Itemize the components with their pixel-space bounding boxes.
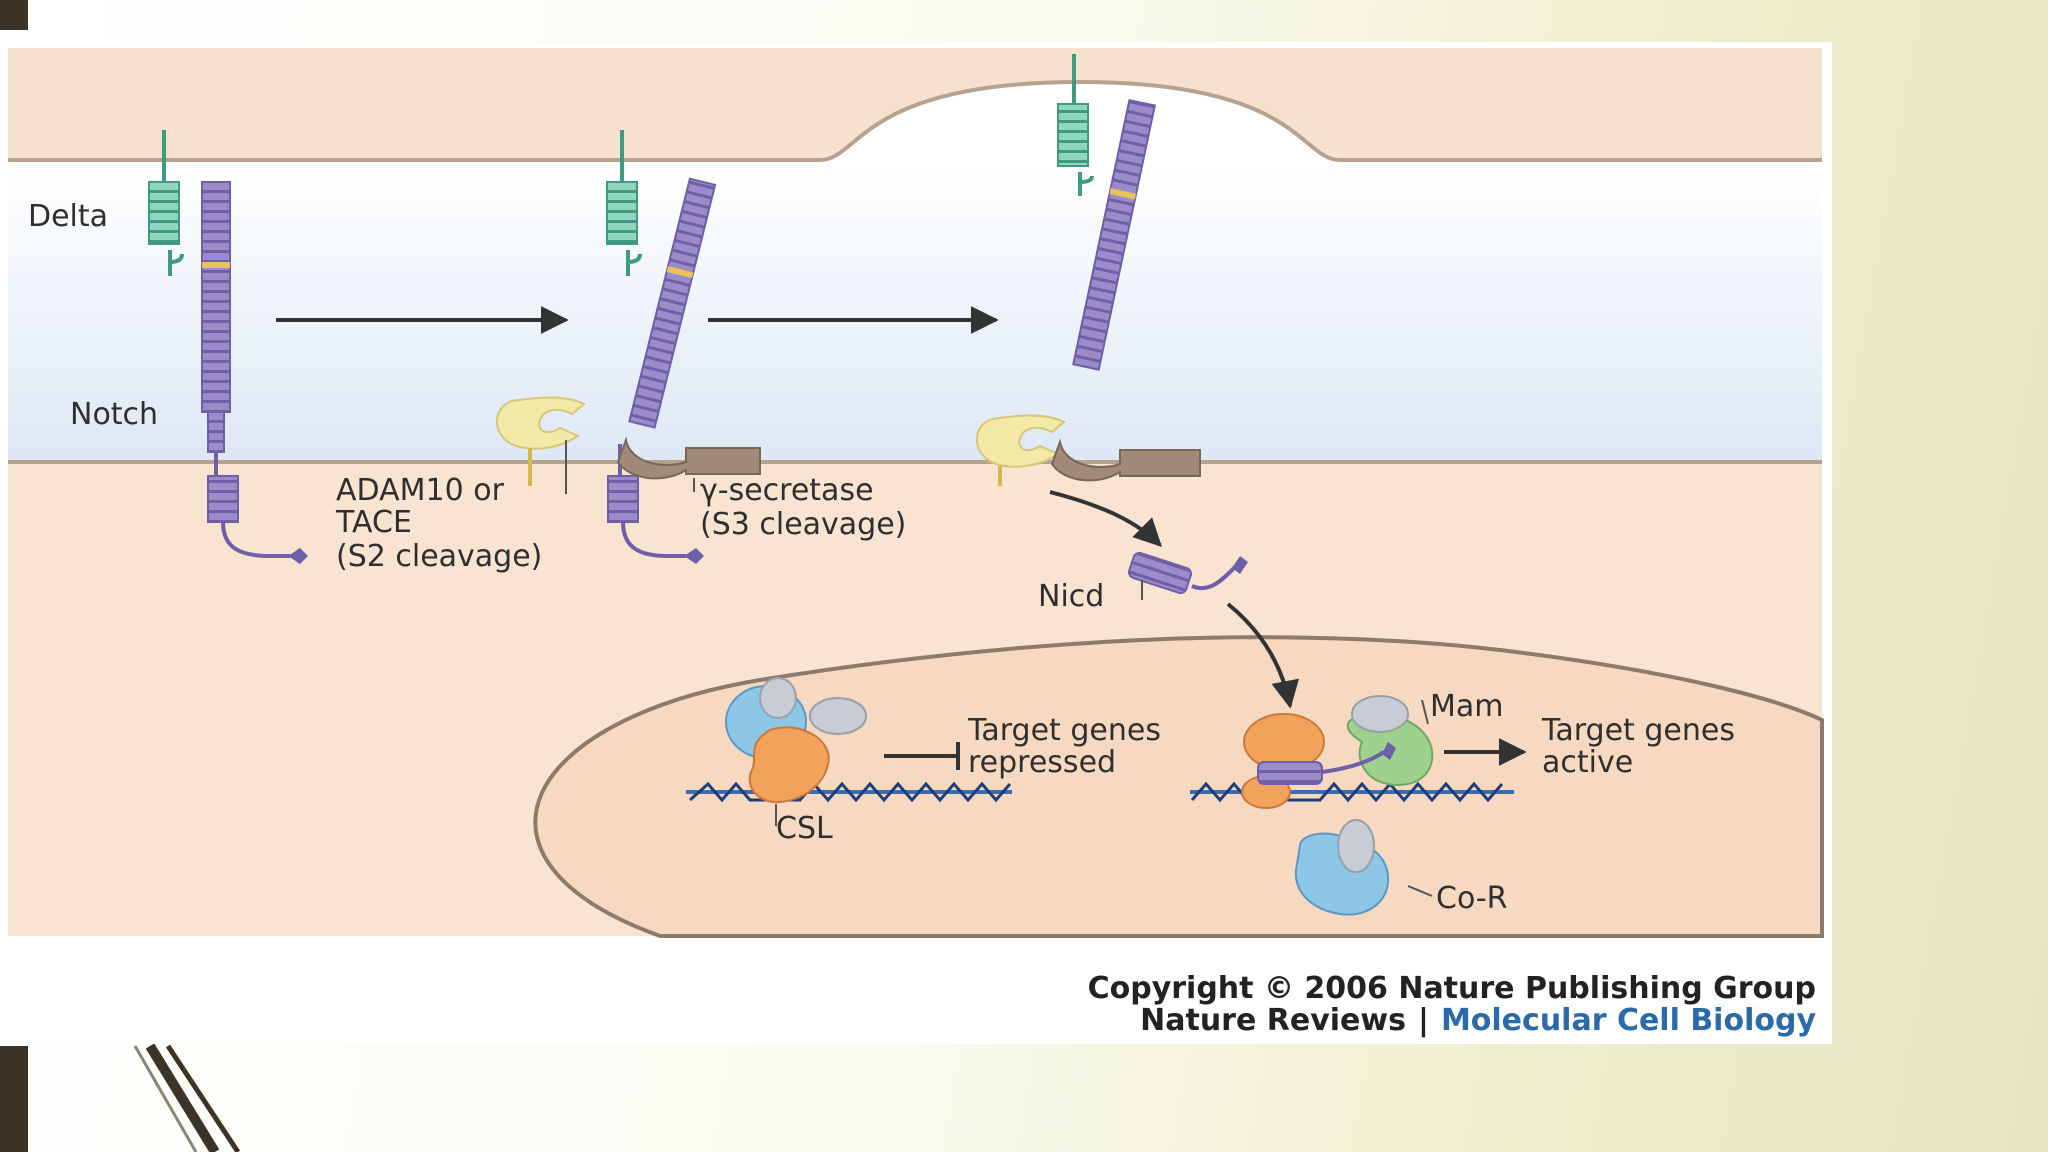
notch-intracellular-2 (607, 475, 639, 523)
label-mam: Mam (1430, 689, 1504, 724)
label-notch: Notch (70, 397, 158, 432)
notch-tail-end-2 (684, 548, 704, 564)
accent-bar-top (0, 0, 28, 30)
adam10-enzyme (496, 396, 586, 450)
notch-receptor-tilted (628, 177, 717, 429)
active-nicd-tail-end (1382, 742, 1396, 760)
label-adam10-line2: TACE (335, 505, 412, 540)
delta-hook-3 (1078, 172, 1094, 196)
notch-tail-2 (621, 521, 686, 558)
mam-pointer (1421, 699, 1429, 725)
stage-2-s2-cleavage (496, 130, 761, 564)
notch-intracellular (207, 475, 239, 523)
csl-nicd-mam-complex (1190, 695, 1527, 916)
csl-repressor-complex (686, 677, 1012, 826)
delta-ligand-2 (606, 181, 638, 245)
label-adam10-line3: (S2 cleavage) (336, 539, 542, 574)
gamma-secretase-enzyme (616, 436, 761, 480)
delta-hook (168, 250, 184, 276)
stage-1-delta-notch (148, 130, 308, 564)
nicd-tail-end (1232, 556, 1248, 574)
corepressor-subunit (809, 697, 867, 735)
released-corepressor-subunit (1337, 819, 1375, 873)
dna-helix-left (689, 781, 1012, 803)
dna-helix-right (1190, 781, 1504, 803)
sending-cell-membrane (8, 79, 1822, 162)
notch-signaling-figure: Delta Notch ADAM10 or TACE (S (0, 42, 1832, 1044)
caption-separator: | (1418, 1003, 1429, 1038)
mam-subunit (1351, 695, 1409, 733)
extracellular-space (8, 162, 1822, 462)
label-gamma-line1: γ-secretase (700, 473, 874, 508)
label-gamma-line2: (S3 cleavage) (700, 507, 906, 542)
arrow-nicd-to-nucleus (1226, 602, 1300, 709)
label-adam10-line1: ADAM10 or (336, 473, 505, 508)
cor-pointer (1407, 885, 1433, 897)
active-nicd (1257, 761, 1323, 785)
decorative-slash-lines (133, 1043, 241, 1152)
notch-tail (221, 521, 290, 558)
stage-3-s3-cleavage (976, 54, 1300, 709)
active-nicd-tail (1321, 750, 1386, 774)
label-repressed-line1: Target genes (967, 713, 1161, 748)
label-nicd: Nicd (1038, 579, 1104, 614)
caption-journal: Nature Reviews (1140, 1003, 1406, 1038)
caption-journal-line: Nature Reviews | Molecular Cell Biology (1140, 1003, 1816, 1038)
accent-bar-bottom (0, 1046, 28, 1152)
caption-section: Molecular Cell Biology (1441, 1003, 1817, 1038)
label-delta: Delta (28, 199, 108, 234)
gamma-secretase-enzyme-3 (1050, 438, 1201, 482)
repression-bar (884, 742, 960, 770)
corepressor-subunit-top (759, 677, 797, 719)
csl-protein (748, 726, 830, 804)
delta-hook-2 (626, 250, 642, 276)
label-active-line1: Target genes (1541, 713, 1735, 748)
notch-extracellular-released (1072, 98, 1157, 371)
label-cor: Co-R (1436, 881, 1508, 916)
nicd-tail (1191, 564, 1238, 590)
notch-tail-end (288, 548, 308, 564)
label-active-line2: active (1542, 745, 1633, 780)
notch-cleavage-site (202, 262, 230, 268)
notch-receptor (201, 181, 231, 413)
delta-ligand (148, 181, 180, 245)
caption-copyright: Copyright © 2006 Nature Publishing Group (1088, 971, 1816, 1006)
nicd-fragment (1128, 551, 1192, 595)
label-repressed-line2: repressed (968, 745, 1116, 780)
delta-ligand-3 (1057, 103, 1089, 167)
notch-stem (207, 411, 225, 453)
label-csl: CSL (776, 811, 833, 846)
adam10-enzyme-3 (976, 414, 1066, 468)
arrow-nicd-release (1049, 490, 1162, 547)
